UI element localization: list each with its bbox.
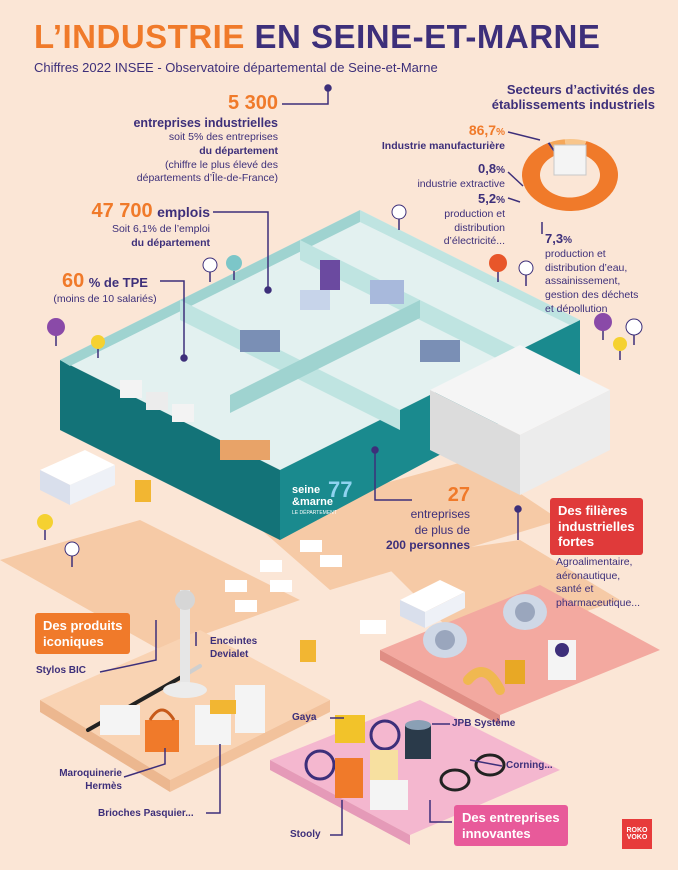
label-gaya: Gaya bbox=[292, 712, 317, 723]
produits-title-line1: Des produits bbox=[43, 618, 123, 633]
donut-center-box bbox=[553, 144, 587, 176]
innovantes-badge: Des entreprises innovantes bbox=[454, 805, 568, 847]
label-stooly: Stooly bbox=[290, 829, 321, 840]
sector-electricity-pct: 5,2 bbox=[478, 191, 497, 206]
sector-water-unit: % bbox=[563, 235, 572, 246]
produits-platform bbox=[40, 630, 330, 780]
trees bbox=[37, 204, 643, 567]
sector-water-line4: gestion des déchets bbox=[545, 288, 639, 301]
sector-item-water: 7,3% production et distribution d’eau, a… bbox=[545, 230, 670, 316]
leader-lines bbox=[99, 84, 543, 836]
label-devialet: Devialet bbox=[210, 649, 249, 660]
vehicles bbox=[40, 450, 465, 662]
label-maroquinerie: Maroquinerie bbox=[59, 768, 122, 779]
stat-companies-line3: du département bbox=[199, 144, 278, 157]
sectors-title-line1: Secteurs d’activités des bbox=[506, 82, 655, 97]
page-subtitle: Chiffres 2022 INSEE - Observatoire dépar… bbox=[34, 60, 438, 75]
stat-large-companies: 27 entreprises de plus de 200 personnes bbox=[370, 484, 470, 554]
label-corning: Corning... bbox=[506, 760, 553, 771]
sector-manufacturing-label: Industrie manufacturière bbox=[381, 140, 505, 152]
label-hermes: Hermès bbox=[85, 781, 122, 792]
sector-item-electricity: 5,2% production et distribution d’électr… bbox=[380, 190, 505, 249]
product-items bbox=[86, 590, 265, 752]
sector-extractive-label: industrie extractive bbox=[417, 178, 505, 190]
sector-electricity-unit: % bbox=[496, 195, 505, 206]
svg-text:77: 77 bbox=[328, 477, 352, 502]
sector-water-line2: distribution d’eau, bbox=[545, 261, 628, 274]
filieres-text-line3: santé et bbox=[556, 583, 594, 596]
sector-item-extractive: 0,8% industrie extractive bbox=[350, 160, 505, 192]
label-enceintes: Enceintes bbox=[210, 636, 258, 647]
logo-line2: VOKO bbox=[626, 834, 648, 841]
page-title: L’INDUSTRIE EN SEINE-ET-MARNE bbox=[34, 18, 600, 56]
stat-companies-line4: (chiffre le plus élevé des bbox=[164, 158, 278, 171]
filieres-badge: Des filières industrielles fortes bbox=[550, 498, 643, 555]
stat-large-line1: entreprises bbox=[410, 507, 470, 521]
stat-tpe-line2: (moins de 10 salariés) bbox=[53, 293, 157, 305]
stat-tpe-number: 60 bbox=[62, 270, 85, 292]
stat-companies-number: 5 300 bbox=[227, 92, 278, 114]
label-brioches-pasquier: Brioches Pasquier... bbox=[98, 808, 194, 819]
sector-item-manufacturing: 86,7% Industrie manufacturière bbox=[330, 122, 505, 154]
stat-jobs: 47 700 emplois Soit 6,1% de l’emploi du … bbox=[60, 200, 210, 250]
stat-large-line3: 200 personnes bbox=[385, 538, 470, 553]
stat-large-line2: de plus de bbox=[414, 522, 470, 537]
filieres-text-line1: Agroalimentaire, bbox=[556, 556, 633, 568]
sector-electricity-line2: distribution bbox=[454, 221, 505, 234]
stat-tpe: 60 % de TPE (moins de 10 salariés) bbox=[40, 270, 170, 307]
stat-jobs-unit: emplois bbox=[157, 204, 210, 220]
sector-donut-chart bbox=[522, 139, 618, 211]
filieres-text-line2: aéronautique, bbox=[556, 569, 621, 582]
sector-water-line1: production et bbox=[545, 248, 606, 260]
stat-companies: 5 300 entreprises industrielles soit 5% … bbox=[100, 92, 278, 186]
label-stylos-bic: Stylos BIC bbox=[36, 665, 87, 676]
rokovoko-logo: ROKO VOKO bbox=[622, 819, 652, 849]
innovantes-title-line1: Des entreprises bbox=[462, 810, 560, 825]
stat-companies-line2: soit 5% des entreprises bbox=[168, 131, 278, 144]
produits-title-line2: iconiques bbox=[43, 633, 104, 649]
sector-extractive-pct: 0,8 bbox=[478, 161, 497, 176]
title-part-2: EN SEINE-ET-MARNE bbox=[254, 18, 601, 55]
sector-water-line3: assainissement, bbox=[545, 275, 621, 288]
stat-large-number: 27 bbox=[447, 484, 470, 506]
filieres-title-line2: industrielles bbox=[558, 518, 635, 534]
stat-jobs-line3: du département bbox=[131, 236, 210, 249]
filieres-items bbox=[423, 594, 576, 695]
filieres-text-line4: pharmaceutique... bbox=[556, 596, 641, 609]
sector-water-line5: et dépollution bbox=[545, 302, 608, 315]
logo-line1: ROKO bbox=[626, 827, 648, 834]
stat-companies-line5: départements d’Île-de-France) bbox=[136, 172, 278, 185]
produits-badge: Des produits iconiques bbox=[35, 613, 131, 655]
innovantes-items bbox=[304, 715, 506, 810]
filieres-platform bbox=[380, 585, 660, 715]
sectors-title: Secteurs d’activités des établissements … bbox=[440, 82, 655, 112]
title-part-1: L’INDUSTRIE bbox=[34, 18, 245, 55]
factory-building bbox=[60, 210, 610, 540]
label-jpb-systeme: JPB Système bbox=[452, 718, 516, 729]
svg-text:&marne: &marne bbox=[292, 496, 333, 508]
donut-slice-0 bbox=[522, 141, 618, 211]
sector-electricity-line1: production et bbox=[444, 208, 505, 220]
stat-companies-label: entreprises industrielles bbox=[133, 116, 278, 130]
stat-tpe-unit: % de TPE bbox=[88, 275, 148, 290]
seine-et-marne-sign: seine &marne 77 LE DÉPARTEMENT bbox=[292, 477, 352, 516]
filieres-text: Agroalimentaire, aéronautique, santé et … bbox=[556, 556, 671, 611]
sector-extractive-unit: % bbox=[496, 165, 505, 176]
sector-manufacturing-pct: 86,7 bbox=[468, 122, 497, 138]
sector-water-pct: 7,3 bbox=[545, 231, 564, 246]
filieres-title-line3: fortes bbox=[558, 534, 595, 550]
stat-jobs-number: 47 700 bbox=[91, 200, 153, 222]
sectors-title-line2: établissements industriels bbox=[491, 97, 655, 112]
svg-text:LE DÉPARTEMENT: LE DÉPARTEMENT bbox=[292, 509, 337, 516]
sector-manufacturing-unit: % bbox=[496, 127, 505, 138]
filieres-title-line1: Des filières bbox=[558, 503, 628, 518]
svg-text:seine: seine bbox=[292, 484, 320, 496]
innovantes-title-line2: innovantes bbox=[462, 825, 531, 841]
sector-electricity-line3: d’électricité... bbox=[443, 235, 505, 248]
stat-jobs-line2: Soit 6,1% de l’emploi bbox=[111, 223, 210, 235]
